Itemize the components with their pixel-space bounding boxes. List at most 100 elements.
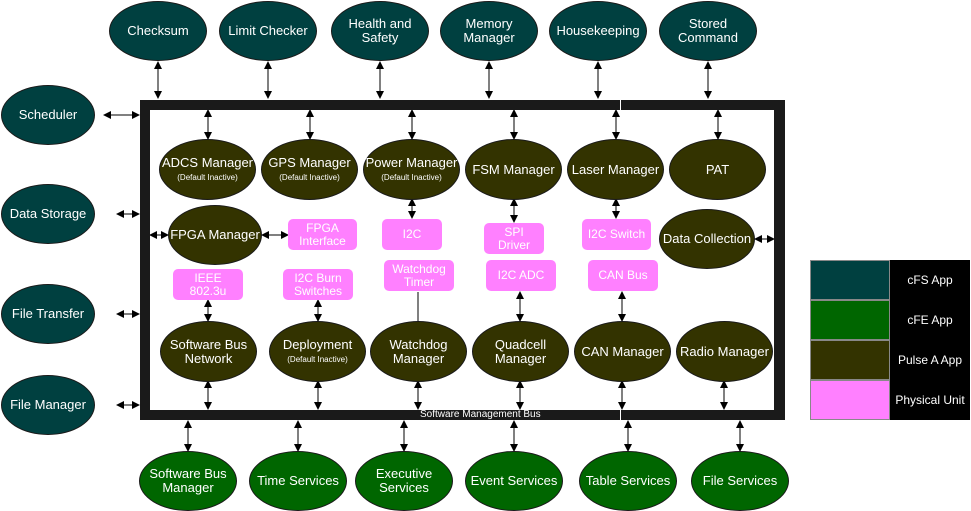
node-sublabel: (Default Inactive) xyxy=(381,173,442,182)
legend-label: cFE App xyxy=(890,300,970,340)
bus-bottom-bar xyxy=(140,410,785,420)
physical-ieee-802-3u: IEEE 802.3u xyxy=(173,269,243,300)
legend-swatch xyxy=(810,260,890,300)
node-sublabel: (Default Inactive) xyxy=(177,173,238,182)
bus-left-bar xyxy=(140,100,150,420)
node-label: PAT xyxy=(705,161,730,177)
node-label: Executive Services xyxy=(375,466,433,495)
node-label: Table Services xyxy=(585,473,671,488)
node-label: Watchdog Manager xyxy=(389,336,448,366)
node-label: Software Bus Network xyxy=(169,336,248,366)
physical-watchdog-timer: Watchdog Timer xyxy=(384,260,454,291)
node-gps-manager: GPS Manager (Default Inactive) xyxy=(261,139,358,200)
node-sublabel: (Default Inactive) xyxy=(279,173,340,182)
node-label: File Manager xyxy=(10,397,86,412)
node-label: FSM Manager xyxy=(472,161,555,177)
legend-item-pulse-a-app: Pulse A App xyxy=(810,340,970,380)
legend-label: Pulse A App xyxy=(890,340,970,380)
bus-top-bar xyxy=(140,100,785,110)
node-label: CAN Manager xyxy=(581,343,664,359)
bus-label: Software Management Bus xyxy=(420,409,541,420)
physical-label: Watchdog Timer xyxy=(392,261,446,289)
node-label: Time Services xyxy=(257,473,339,488)
node-label: GPS Manager xyxy=(268,155,351,170)
node-label: Stored Command xyxy=(678,16,738,45)
legend-swatch xyxy=(810,340,890,380)
bus-divider-top xyxy=(620,100,621,110)
legend-swatch xyxy=(810,380,890,420)
node-data-storage: Data Storage xyxy=(1,184,95,244)
node-label: Scheduler xyxy=(18,107,78,122)
node-fsm-manager: FSM Manager xyxy=(465,139,562,200)
node-label: ADCS Manager xyxy=(161,155,254,170)
node-label: File Services xyxy=(702,473,778,488)
node-label: Software Bus Manager xyxy=(149,466,227,495)
node-sublabel: (Default Inactive) xyxy=(287,355,348,364)
node-laser-manager: Laser Manager xyxy=(567,139,664,200)
physical-spi-driver: SPI Driver xyxy=(484,223,544,254)
physical-label: I2C Switch xyxy=(587,227,646,241)
node-fpga-manager: FPGA Manager xyxy=(168,205,262,265)
physical-label: SPI Driver xyxy=(498,224,530,252)
physical-label: I2C Burn Switches xyxy=(293,270,343,298)
node-pat: PAT xyxy=(669,139,766,200)
physical-label: IEEE 802.3u xyxy=(189,270,227,298)
node-label: Event Services xyxy=(470,473,558,488)
node-label: FPGA Manager xyxy=(170,227,260,242)
node-watchdog-manager: Watchdog Manager xyxy=(370,321,467,382)
physical-i2c-adc: I2C ADC xyxy=(486,260,556,291)
node-label: Power Manager xyxy=(365,155,458,170)
node-scheduler: Scheduler xyxy=(1,85,95,145)
node-radio-manager: Radio Manager xyxy=(676,321,773,382)
legend-item-cfs-app: cFS App xyxy=(810,260,970,300)
legend-label: cFS App xyxy=(890,260,970,300)
node-health-and-safety: Health and Safety xyxy=(331,1,429,61)
node-quadcell-manager: Quadcell Manager xyxy=(472,321,569,382)
node-deployment: Deployment (Default Inactive) xyxy=(269,321,366,382)
physical-i2c-switch: I2C Switch xyxy=(582,219,651,250)
node-power-manager: Power Manager (Default Inactive) xyxy=(363,139,460,200)
node-label: Limit Checker xyxy=(228,23,308,38)
legend-item-physical-unit: Physical Unit xyxy=(810,380,970,420)
legend-item-cfe-app: cFE App xyxy=(810,300,970,340)
node-label: Radio Manager xyxy=(680,343,769,359)
node-data-collection: Data Collection xyxy=(659,209,755,269)
physical-fpga-interface: FPGA Interface xyxy=(288,219,357,250)
node-file-manager: File Manager xyxy=(1,375,95,435)
node-file-transfer: File Transfer xyxy=(1,284,95,344)
physical-label: I2C ADC xyxy=(497,268,545,282)
node-stored-command: Stored Command xyxy=(659,1,757,61)
node-can-manager: CAN Manager xyxy=(574,321,671,382)
legend-swatch xyxy=(810,300,890,340)
node-label: Checksum xyxy=(127,23,189,38)
node-label: Data Collection xyxy=(662,231,752,246)
node-label: Data Storage xyxy=(9,206,87,221)
node-file-services: File Services xyxy=(691,451,789,511)
node-adcs-manager: ADCS Manager (Default Inactive) xyxy=(159,139,256,200)
node-label: Housekeeping xyxy=(556,23,640,38)
legend-label: Physical Unit xyxy=(890,380,970,420)
bus-right-bar xyxy=(774,100,785,420)
node-label: Memory Manager xyxy=(463,16,515,45)
physical-i2c-burn-switches: I2C Burn Switches xyxy=(283,269,353,300)
physical-label: FPGA Interface xyxy=(299,220,346,248)
node-software-bus-manager: Software Bus Manager xyxy=(139,451,237,511)
node-label: Deployment xyxy=(282,337,353,352)
node-event-services: Event Services xyxy=(465,451,563,511)
node-executive-services: Executive Services xyxy=(355,451,453,511)
node-checksum: Checksum xyxy=(109,1,207,61)
node-time-services: Time Services xyxy=(249,451,347,511)
node-label: Laser Manager xyxy=(571,161,660,177)
physical-i2c: I2C xyxy=(382,219,442,250)
node-table-services: Table Services xyxy=(579,451,677,511)
node-label: File Transfer xyxy=(11,306,85,321)
node-housekeeping: Housekeeping xyxy=(549,1,647,61)
node-software-bus-network: Software Bus Network xyxy=(160,321,257,382)
bus-divider-bottom xyxy=(620,410,621,420)
physical-label: I2C xyxy=(402,227,422,241)
node-label: Quadcell Manager xyxy=(494,336,547,366)
node-limit-checker: Limit Checker xyxy=(219,1,317,61)
node-memory-manager: Memory Manager xyxy=(440,1,538,61)
